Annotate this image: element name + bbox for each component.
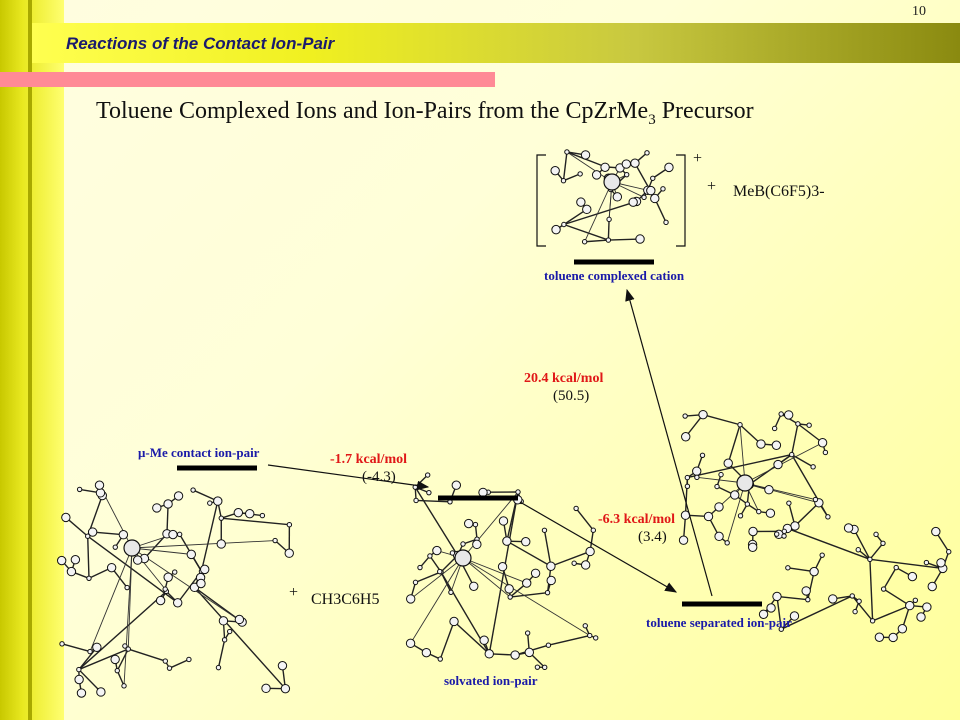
structure-toluene-cation — [550, 149, 674, 245]
molecular-structures — [56, 149, 952, 698]
title-main-text: Toluene Complexed Ions and Ion-Pairs fro… — [96, 98, 649, 124]
label-solvated-ion-pair: solvated ion-pair — [444, 673, 538, 688]
bracket-left — [536, 154, 546, 247]
energy-value-1: (-4.3) — [362, 469, 396, 485]
anion-formula: MeB(C6F5)3- — [733, 183, 825, 200]
arrow-separated-to-cation — [625, 288, 713, 597]
left-decor-bar — [0, 0, 64, 720]
energy-label-3: 20.4 kcal/mol — [524, 371, 603, 386]
section-title: Reactions of the Contact Ion-Pair — [66, 34, 335, 53]
structure-solvated-ion-pair — [405, 472, 599, 671]
energy-value-2: (3.4) — [638, 529, 667, 545]
arrow-contact-to-solvated — [267, 464, 430, 491]
plus-sign-anion: + — [707, 178, 716, 195]
cation-charge: + — [693, 150, 702, 167]
structure-separated-cation — [678, 409, 831, 546]
page-title: Toluene Complexed Ions and Ion-Pairs fro… — [96, 98, 754, 129]
energy-value-3: (50.5) — [553, 388, 589, 404]
pink-accent-bar — [0, 72, 495, 87]
toluene-formula: CH3C6H5 — [311, 591, 379, 608]
arrow-solvated-to-separated — [519, 501, 678, 593]
structure-contact-ion-pair — [56, 480, 294, 698]
label-toluene-separated: toluene separated ion-pair — [646, 615, 792, 630]
left-decor-stripe — [28, 0, 32, 720]
title-suffix: Precursor — [655, 98, 754, 124]
plus-sign-toluene: + — [289, 584, 298, 601]
energy-label-1: -1.7 kcal/mol — [330, 452, 407, 467]
header-band — [32, 23, 960, 63]
energy-label-2: -6.3 kcal/mol — [598, 512, 675, 527]
label-contact-ion-pair: μ-Me contact ion-pair — [138, 445, 260, 460]
bracket-right — [676, 154, 686, 247]
label-toluene-cation: toluene complexed cation — [544, 268, 685, 283]
title-subscript: 3 — [648, 111, 656, 128]
page-number: 10 — [912, 4, 926, 19]
structure-separated-anion — [747, 523, 952, 643]
